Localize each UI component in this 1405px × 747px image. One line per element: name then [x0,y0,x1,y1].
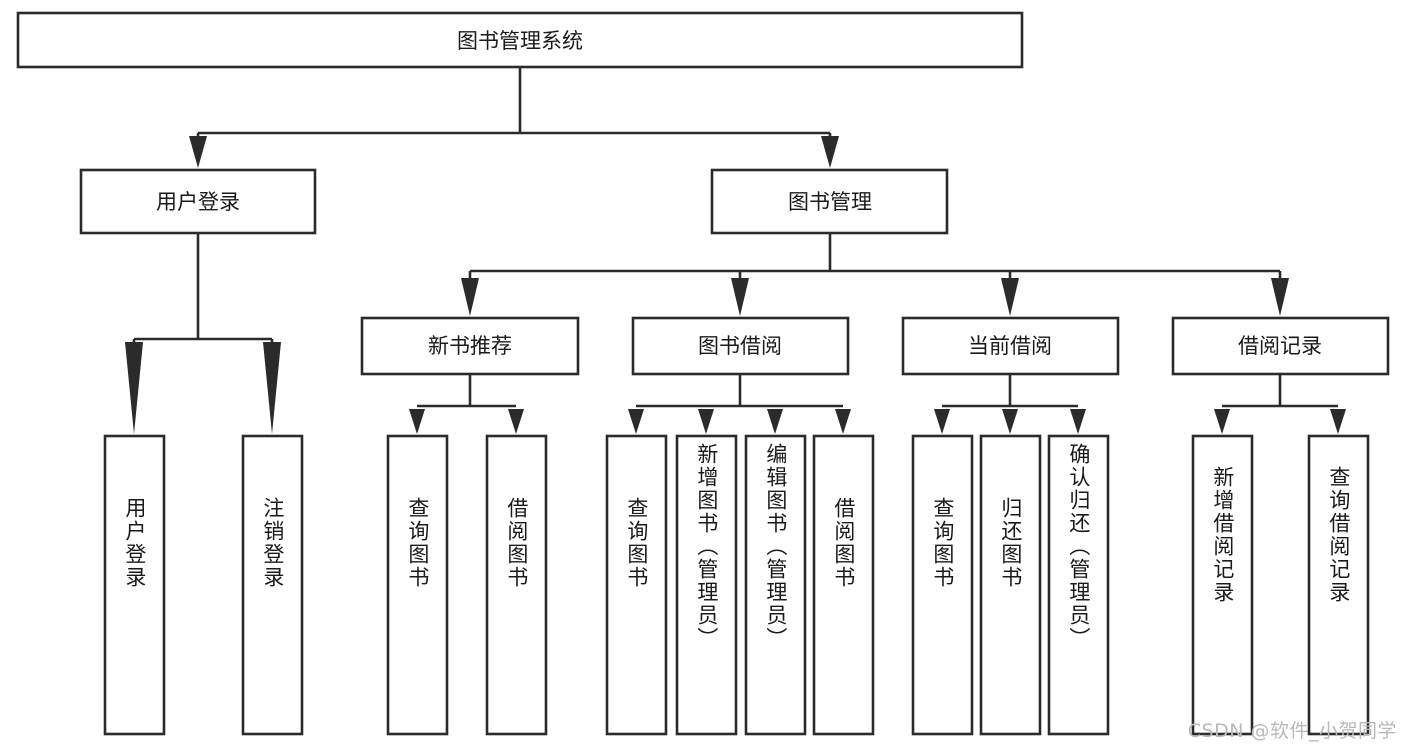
arrow-head-borrow-record [1271,278,1289,316]
arrow-head-leaf-borrow-book-2 [835,409,851,434]
node-box-leaf-user-login[interactable] [103,434,166,736]
node-box-leaf-query-book-2[interactable] [605,434,668,736]
arrow-head-book-manage [821,136,839,168]
connector-group-book-manage [461,233,1289,316]
arrow-head-leaf-query-book-2 [628,409,644,434]
connector-group-current-borrow [934,374,1086,434]
node-box-borrow-record[interactable] [1171,316,1390,376]
node-label-book-manage: 图书管理 [788,190,872,214]
node-box-book-manage[interactable] [710,168,949,235]
connector-group-root [189,67,839,168]
node-box-root[interactable] [16,11,1024,69]
node-box-leaf-add-record[interactable] [1191,434,1254,736]
node-box-leaf-borrow-book-1[interactable] [485,434,548,736]
node-box-current-borrow[interactable] [901,316,1120,376]
node-box-leaf-query-book-3[interactable] [911,434,974,736]
node-box-leaf-query-record[interactable] [1307,434,1370,736]
node-label-user-login: 用户登录 [156,190,240,214]
node-box-leaf-add-book[interactable] [675,434,738,736]
arrow-head-current-borrow [1001,278,1019,316]
connector-group-new-book-recommend [409,374,524,434]
arrow-head-user-login [189,136,207,168]
node-label-current-borrow: 当前借阅 [968,334,1052,358]
node-box-leaf-user-logout[interactable] [241,434,304,736]
arrow-head-book-borrow [731,278,749,316]
arrow-head-leaf-add-record [1214,409,1230,434]
arrow-head-leaf-borrow-book-1 [508,409,524,434]
node-box-leaf-borrow-book-2[interactable] [812,434,875,736]
arrow-head-leaf-add-book [698,409,714,434]
connector-group-borrow-record [1214,374,1346,434]
connector-group-book-borrow [628,374,851,434]
node-box-leaf-edit-book[interactable] [744,434,807,736]
node-box-leaf-return-book[interactable] [979,434,1042,736]
arrow-head-leaf-query-record [1330,409,1346,434]
arrow-head-leaf-return-book [1002,409,1018,434]
csdn-watermark: CSDN @软件_小贺同学 [1187,720,1397,742]
node-box-leaf-query-book-1[interactable] [386,434,449,736]
arrow-head-leaf-query-book-1 [409,409,425,434]
arrow-head-leaf-query-book-3 [934,409,950,434]
arrow-head-leaf-edit-book [767,409,783,434]
node-box-book-borrow[interactable] [631,316,850,376]
arrow-head-new-book-recommend [461,278,479,316]
node-label-borrow-record: 借阅记录 [1238,334,1322,358]
node-label-root: 图书管理系统 [457,29,583,53]
arrow-head-leaf-confirm-return [1070,409,1086,434]
node-label-new-book-recommend: 新书推荐 [428,334,512,358]
node-box-new-book-recommend[interactable] [360,316,580,376]
node-label-book-borrow: 图书借阅 [698,334,782,358]
connector-group-user-login [125,233,281,434]
node-box-user-login[interactable] [79,168,317,235]
node-box-leaf-confirm-return[interactable] [1047,434,1110,736]
